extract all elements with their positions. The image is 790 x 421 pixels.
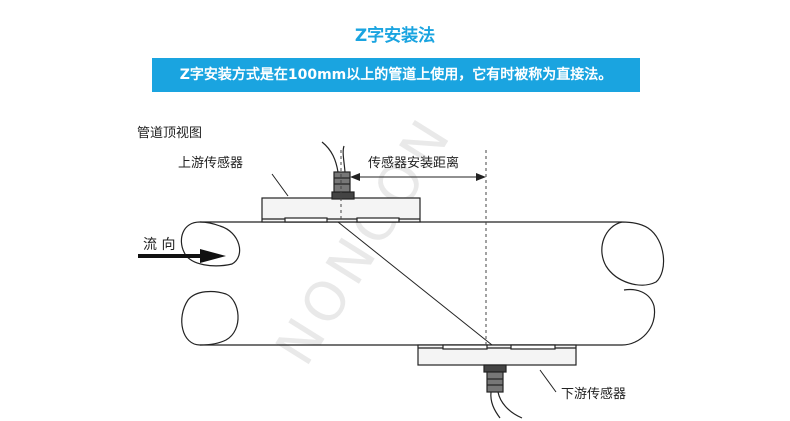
downstream-sensor-base: [483, 364, 507, 373]
sound-path: [337, 221, 493, 346]
pipe: [180, 221, 665, 346]
distance-label: 传感器安装距离: [368, 155, 459, 171]
downstream-connector: [486, 371, 504, 393]
upstream-cable-2: [342, 145, 346, 173]
view-label: 管道顶视图: [137, 126, 203, 141]
upstream-sensor-base: [331, 191, 355, 200]
downstream-label: 下游传感器: [561, 386, 626, 402]
downstream-sensor: [417, 344, 577, 419]
upstream-leader-line: [271, 173, 289, 197]
pipe-right-break: [621, 288, 656, 346]
downstream-leader-line: [539, 369, 557, 393]
downstream-cable-2: [497, 391, 523, 419]
flow-arrow-head: [200, 249, 226, 263]
upstream-sensor-pad-right: [356, 217, 400, 223]
downstream-cable: [490, 391, 501, 419]
flow-label: 流 向: [143, 237, 175, 253]
pipe-left-end: [180, 221, 241, 267]
flow-arrow: [138, 249, 226, 263]
upstream-sensor-pad-left: [284, 217, 328, 223]
distance-dimension: [350, 173, 486, 181]
distance-arrow-left: [350, 173, 360, 181]
downstream-sensor-pad-right: [510, 344, 556, 350]
page-title: Z字安装法: [354, 26, 436, 46]
upstream-cable: [321, 141, 339, 173]
pipe-left-break: [181, 290, 239, 346]
distance-arrow-right: [476, 173, 486, 181]
downstream-sensor-pad-left: [442, 344, 488, 350]
upstream-label: 上游传感器: [178, 155, 243, 171]
watermark: NONCON: [263, 105, 465, 376]
upstream-connector: [333, 171, 351, 193]
description-banner: Z字安装方式是在100mm以上的管道上使用，它有时被称为直接法。: [152, 58, 640, 92]
pipe-right-end: [601, 221, 665, 286]
